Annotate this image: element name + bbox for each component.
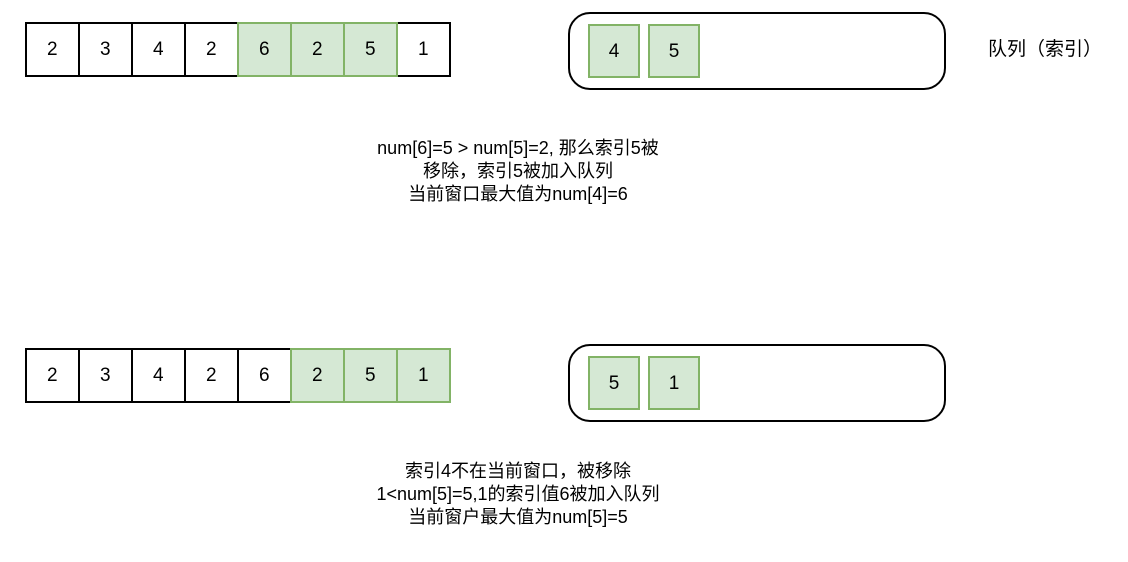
array-cell-highlighted: 2 bbox=[290, 22, 345, 77]
caption-line: 当前窗口最大值为num[4]=6 bbox=[408, 184, 628, 204]
queue-item: 5 bbox=[648, 24, 700, 78]
caption-line: 移除，索引5被加入队列 bbox=[422, 161, 613, 181]
array-cell: 3 bbox=[78, 348, 133, 403]
caption-line: 索引4不在当前窗口，被移除 bbox=[404, 461, 631, 481]
queue-item: 4 bbox=[588, 24, 640, 78]
array-cell-highlighted: 2 bbox=[290, 348, 345, 403]
array-cell: 2 bbox=[184, 22, 239, 77]
array-cell: 3 bbox=[78, 22, 133, 77]
array-cell: 2 bbox=[25, 22, 80, 77]
array-cell: 2 bbox=[184, 348, 239, 403]
caption-step2: 索引4不在当前窗口，被移除 1<num[5]=5,1的索引值6被加入队列 当前窗… bbox=[238, 460, 798, 529]
caption-line: 当前窗户最大值为num[5]=5 bbox=[408, 507, 628, 527]
caption-line: num[6]=5 > num[5]=2, 那么索引5被 bbox=[377, 138, 659, 158]
array-cell-highlighted: 5 bbox=[343, 348, 398, 403]
array-cell-highlighted: 6 bbox=[237, 22, 292, 77]
queue-container-step1: 4 5 bbox=[568, 12, 946, 90]
array-cell-highlighted: 1 bbox=[396, 348, 451, 403]
array-cell-highlighted: 5 bbox=[343, 22, 398, 77]
queue-container-step2: 5 1 bbox=[568, 344, 946, 422]
queue-label: 队列（索引） bbox=[988, 39, 1103, 60]
array-cell: 6 bbox=[237, 348, 292, 403]
queue-item: 1 bbox=[648, 356, 700, 410]
array-cell: 2 bbox=[25, 348, 80, 403]
array-row-step2: 2 3 4 2 6 2 5 1 bbox=[25, 348, 451, 403]
queue-item: 5 bbox=[588, 356, 640, 410]
array-cell: 4 bbox=[131, 22, 186, 77]
caption-step1: num[6]=5 > num[5]=2, 那么索引5被 移除，索引5被加入队列 … bbox=[238, 137, 798, 206]
array-row-step1: 2 3 4 2 6 2 5 1 bbox=[25, 22, 451, 77]
array-cell: 1 bbox=[396, 22, 451, 77]
caption-line: 1<num[5]=5,1的索引值6被加入队列 bbox=[376, 484, 660, 504]
array-cell: 4 bbox=[131, 348, 186, 403]
